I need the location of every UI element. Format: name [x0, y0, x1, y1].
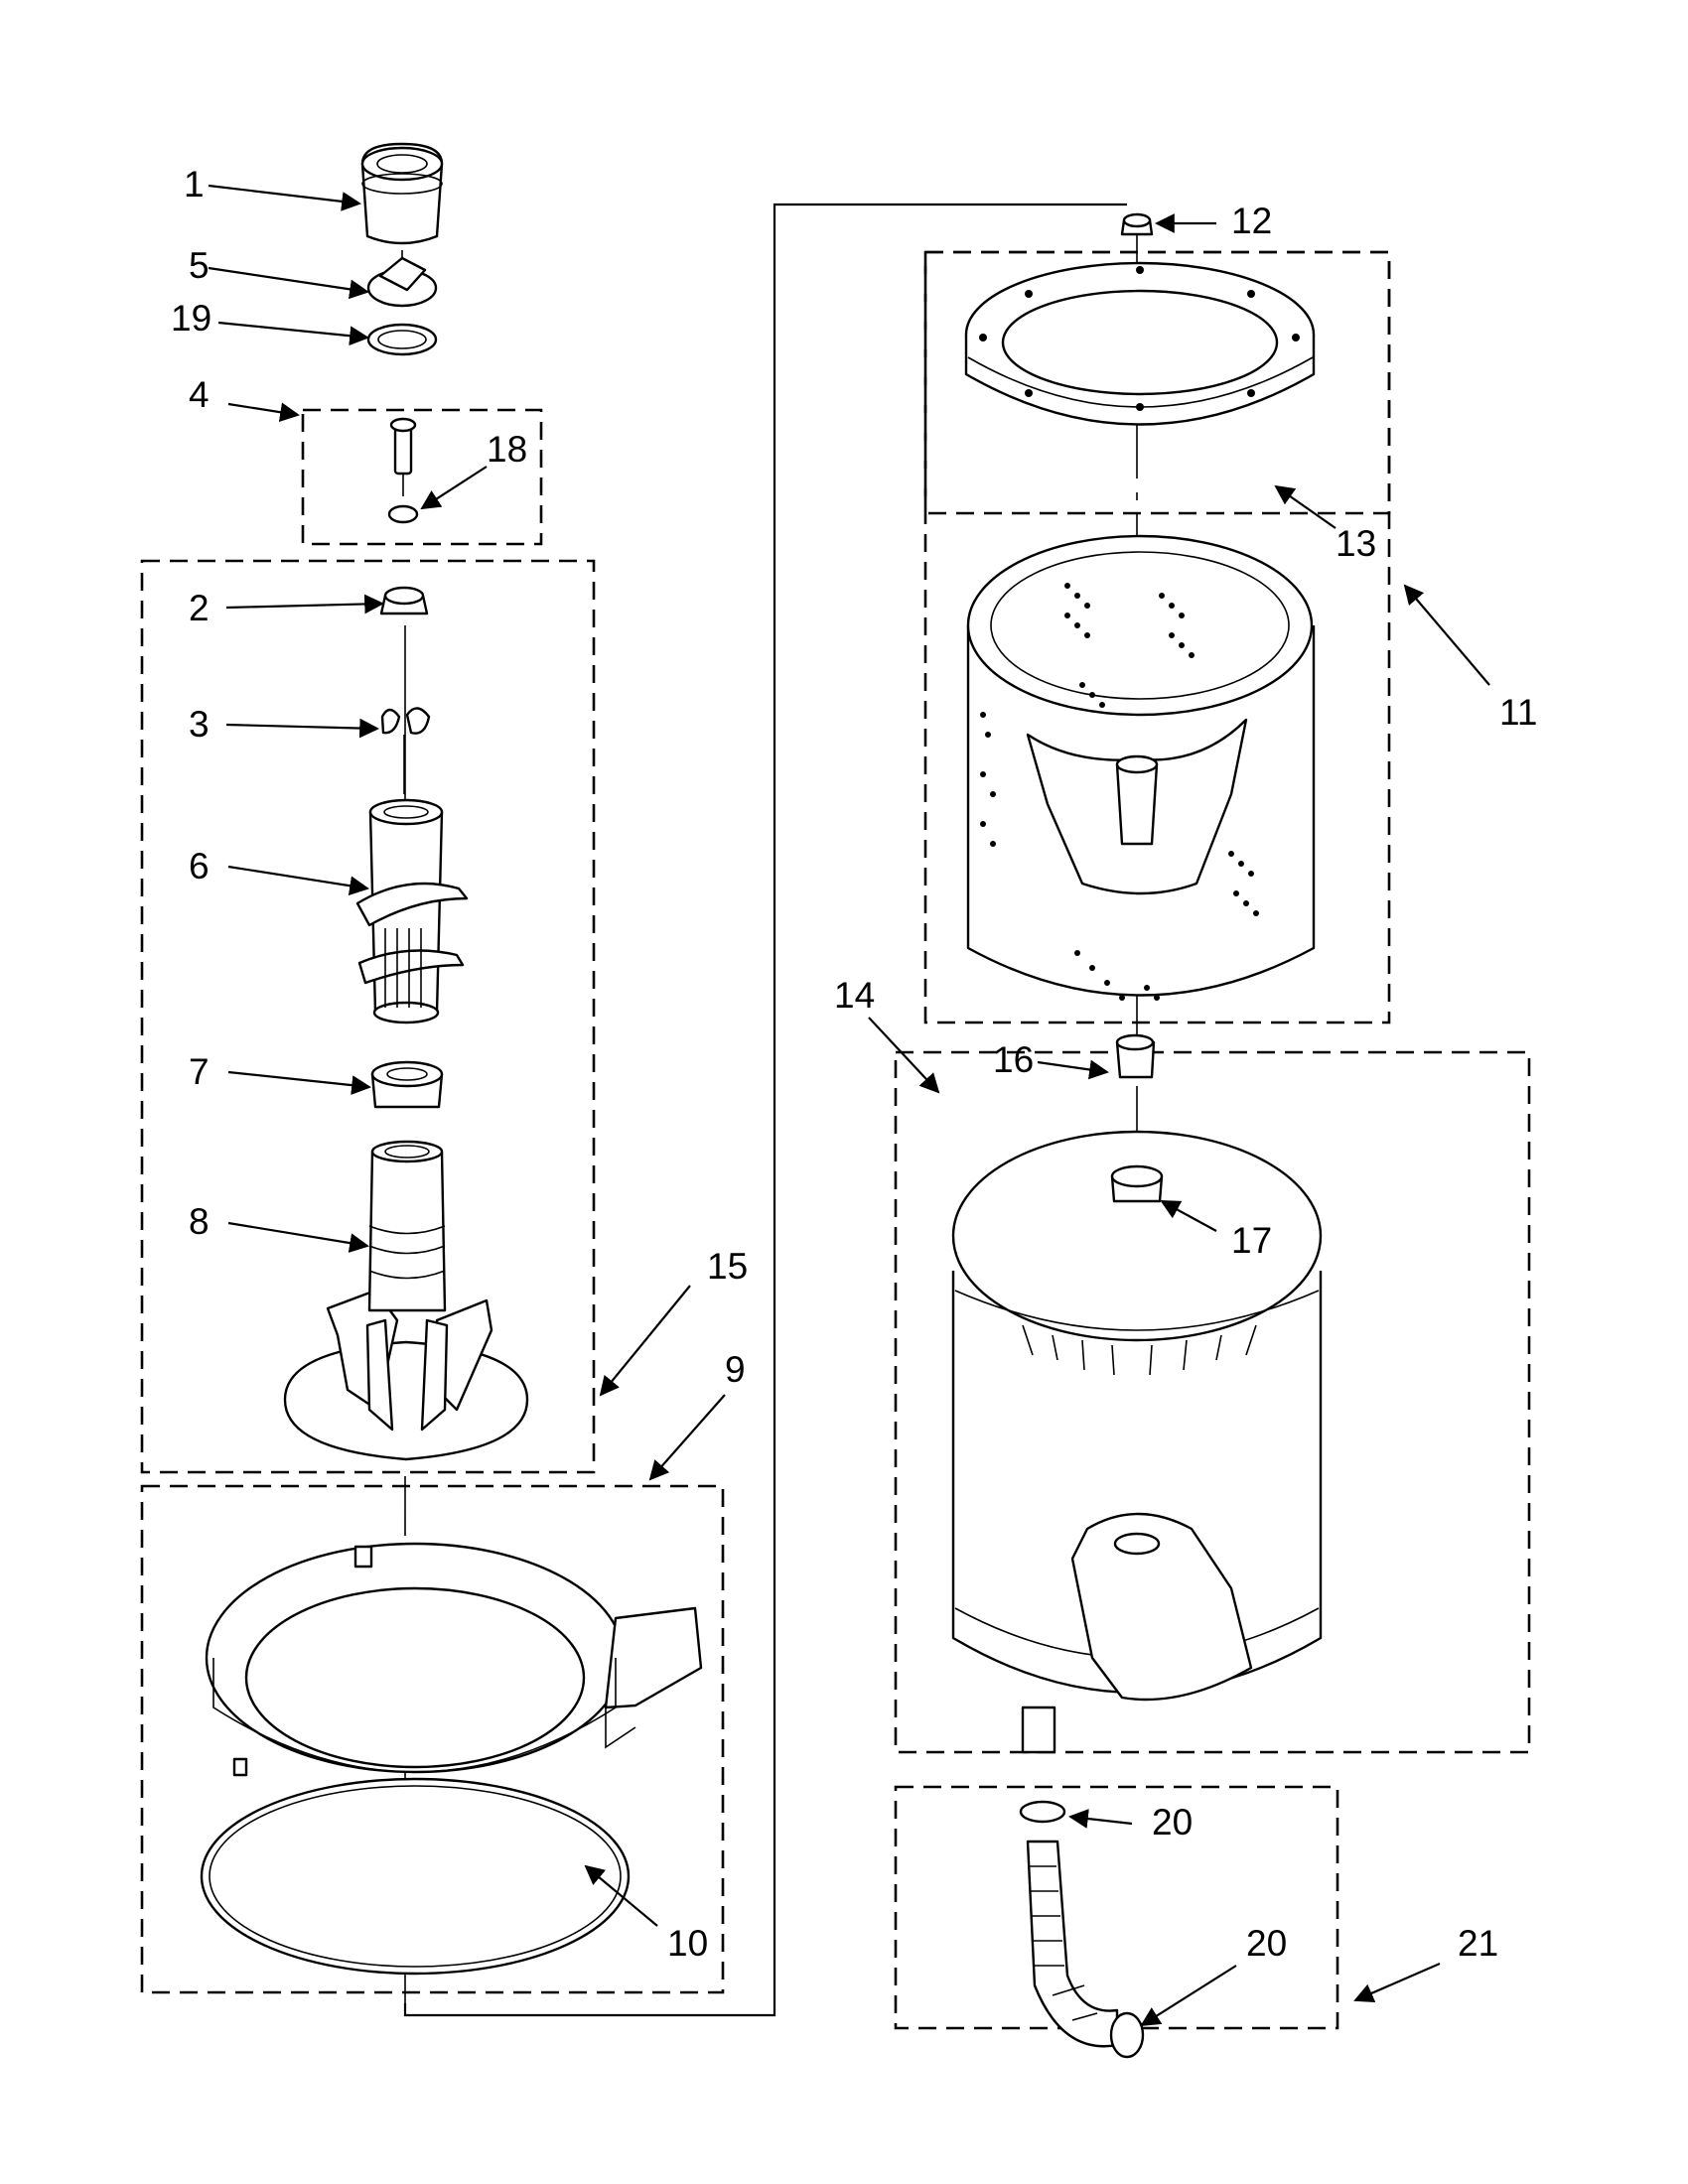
part-10-seal — [200, 1777, 631, 1976]
part-3-dogs — [380, 707, 431, 794]
group-box-14 — [894, 1050, 1531, 1754]
callout-15: 15 — [707, 1246, 748, 1287]
part-6-auger — [355, 798, 469, 1024]
callout-13: 13 — [1336, 523, 1376, 564]
callout-14: 14 — [834, 975, 875, 1016]
callout-11: 11 — [1499, 692, 1537, 733]
part-2-nut — [379, 586, 429, 615]
callout-4: 4 — [189, 374, 210, 415]
part-1-cap — [360, 142, 444, 245]
callout-19: 19 — [171, 298, 211, 339]
callout-20-bottom: 20 — [1246, 1923, 1287, 1964]
part-14-outer-tub — [951, 1130, 1323, 1754]
part-4-bolt — [389, 417, 417, 496]
group-box-11 — [923, 250, 1391, 1024]
part-19-ring — [366, 323, 438, 356]
group-box-21 — [894, 1785, 1339, 2030]
group-box-9 — [140, 1484, 725, 1994]
callout-7: 7 — [189, 1051, 210, 1092]
part-13-balance-ring — [964, 261, 1316, 426]
callout-12: 12 — [1231, 201, 1272, 241]
callout-5: 5 — [189, 245, 210, 286]
callout-9: 9 — [725, 1349, 746, 1390]
leader-arrows — [208, 184, 1490, 2027]
callout-labels: 1 5 19 4 18 2 3 6 7 8 15 9 10 12 13 11 1… — [171, 164, 1537, 1964]
part-20-clamp-bottom — [1109, 2011, 1145, 2059]
part-20-clamp-top — [1019, 1800, 1066, 1824]
callout-17: 17 — [1231, 1220, 1272, 1261]
part-7-bearing — [370, 1060, 444, 1109]
callout-21: 21 — [1458, 1923, 1498, 1964]
callout-6: 6 — [189, 846, 210, 887]
callout-18: 18 — [487, 429, 527, 470]
group-box-4 — [301, 408, 543, 546]
callout-2: 2 — [189, 588, 210, 628]
callout-20-top: 20 — [1152, 1802, 1193, 1843]
callout-3: 3 — [189, 704, 210, 745]
callout-16: 16 — [993, 1039, 1034, 1080]
callout-10: 10 — [667, 1923, 708, 1964]
callout-8: 8 — [189, 1201, 210, 1242]
assembly-connector-line — [403, 203, 1127, 2017]
callout-1: 1 — [184, 164, 205, 205]
part-11-basket — [966, 534, 1316, 1001]
part-12-nut — [1120, 212, 1154, 236]
part-8-agitator — [283, 1140, 529, 1461]
group-box-15 — [140, 559, 596, 1474]
part-5-cam — [366, 250, 438, 308]
part-9-tub-ring — [205, 1542, 703, 1815]
part-21-hose — [1026, 1840, 1119, 2048]
part-18-washer — [387, 504, 419, 524]
part-16-bushing — [1115, 1033, 1156, 1079]
